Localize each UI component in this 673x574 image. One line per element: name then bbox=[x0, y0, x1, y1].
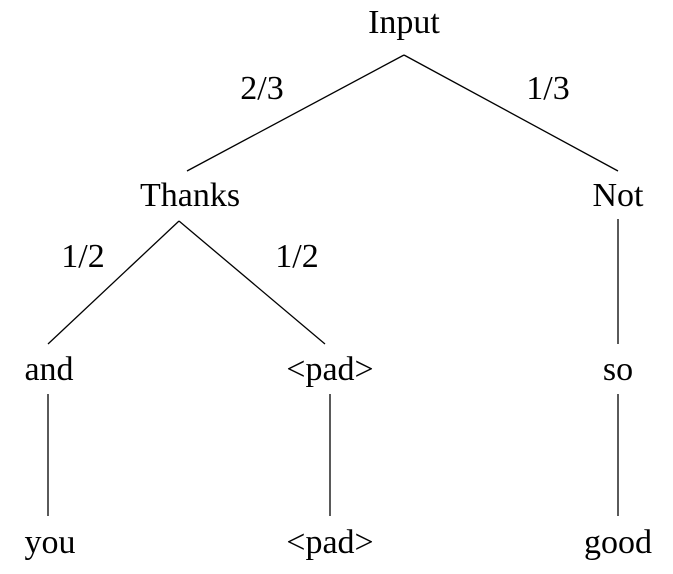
edge-label-input-not: 1/3 bbox=[526, 70, 569, 107]
edge-label-input-thanks: 2/3 bbox=[240, 70, 283, 107]
node-good: good bbox=[584, 524, 652, 561]
edge-label-thanks-and: 1/2 bbox=[61, 238, 104, 275]
node-input: Input bbox=[368, 4, 440, 41]
edge-input-thanks bbox=[186, 54, 405, 172]
edge-thanks-pad bbox=[178, 220, 326, 345]
node-and: and bbox=[24, 351, 73, 388]
node-not: Not bbox=[593, 177, 645, 214]
node-thanks: Thanks bbox=[140, 177, 240, 214]
node-pad-mid: <pad> bbox=[286, 351, 373, 388]
node-pad-leaf: <pad> bbox=[286, 524, 373, 561]
edge-label-thanks-pad: 1/2 bbox=[275, 238, 318, 275]
node-so: so bbox=[603, 351, 633, 388]
edge-thanks-and bbox=[47, 220, 180, 345]
node-you: you bbox=[25, 524, 76, 561]
edge-input-not bbox=[403, 54, 619, 172]
